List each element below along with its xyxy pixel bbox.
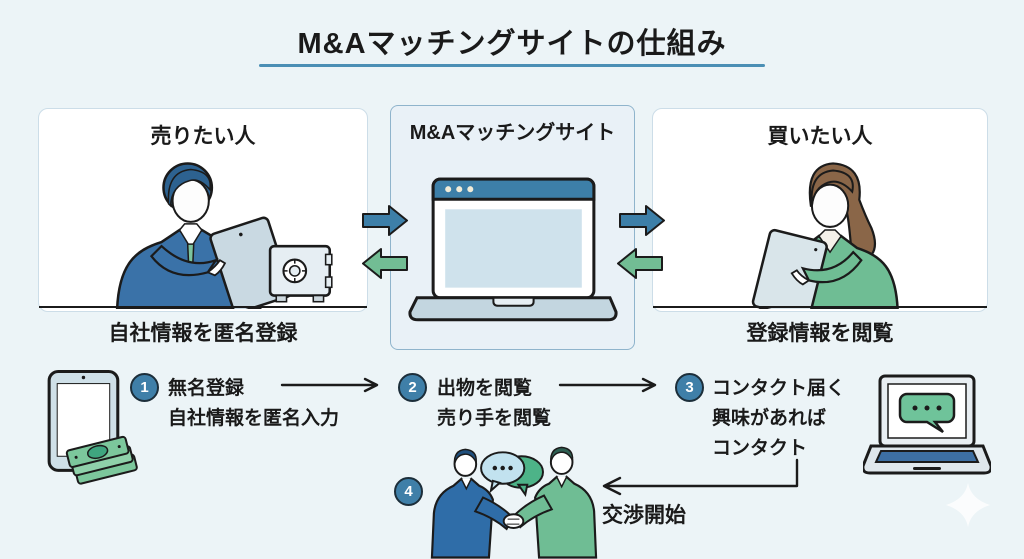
panel-buyer: 買いたい人 bbox=[652, 108, 988, 312]
page-title: M&Aマッチングサイトの仕組み bbox=[297, 28, 727, 60]
arrow-step3-to-step4-icon bbox=[602, 458, 799, 496]
step-3-line-2: 興味があれば bbox=[712, 408, 827, 429]
handshake-with-speech-bubbles-icon bbox=[430, 446, 598, 559]
step-4-label: 交渉開始 bbox=[602, 504, 686, 527]
sparkle-icon bbox=[946, 483, 990, 527]
step-3-line-1: コンタクト届く bbox=[712, 378, 846, 399]
panel-site-title: M&Aマッチングサイト bbox=[409, 122, 616, 144]
step-1-badge: 1 bbox=[130, 373, 159, 402]
panel-seller: 売りたい人 bbox=[38, 108, 368, 312]
safe-icon bbox=[268, 244, 333, 303]
panel-seller-title: 売りたい人 bbox=[150, 125, 256, 148]
step-1-line-1: 無名登録 bbox=[168, 378, 245, 399]
step-1-text: 無名登録 自社情報を匿名入力 bbox=[168, 374, 339, 434]
desk-line bbox=[653, 306, 987, 308]
title-underline bbox=[259, 64, 765, 67]
step-4-badge: 4 bbox=[394, 477, 423, 506]
step-1-line-2: 自社情報を匿名入力 bbox=[168, 408, 340, 429]
arrow-seller-to-site-icon bbox=[362, 205, 408, 236]
arrow-buyer-to-site-icon bbox=[617, 248, 663, 279]
step-3-badge: 3 bbox=[675, 373, 704, 402]
step-2-line-2: 売り手を閲覧 bbox=[437, 408, 552, 429]
buyer-caption: 登録情報を閲覧 bbox=[746, 322, 894, 345]
step-2-badge: 2 bbox=[398, 373, 427, 402]
arrow-site-to-seller-icon bbox=[362, 248, 408, 279]
laptop-with-chat-bubble-icon bbox=[863, 374, 991, 475]
step-3-text: コンタクト届く 興味があれば コンタクト bbox=[712, 374, 845, 464]
step-2-line-1: 出物を閲覧 bbox=[437, 378, 533, 399]
step-3-line-3: コンタクト bbox=[712, 438, 808, 459]
arrow-step2-to-step3-icon bbox=[558, 377, 657, 393]
step-2-text: 出物を閲覧 売り手を閲覧 bbox=[437, 374, 551, 434]
laptop-browser-icon bbox=[408, 177, 618, 322]
businesswoman-with-tablet-icon bbox=[751, 162, 899, 309]
panel-buyer-title: 買いたい人 bbox=[767, 125, 873, 148]
arrow-site-to-buyer-icon bbox=[619, 205, 665, 236]
arrow-step1-to-step2-icon bbox=[280, 377, 379, 393]
seller-caption: 自社情報を匿名登録 bbox=[108, 322, 298, 345]
panel-site: M&Aマッチングサイト bbox=[390, 105, 635, 350]
desk-line bbox=[39, 306, 367, 308]
tablet-with-money-icon bbox=[47, 369, 138, 485]
